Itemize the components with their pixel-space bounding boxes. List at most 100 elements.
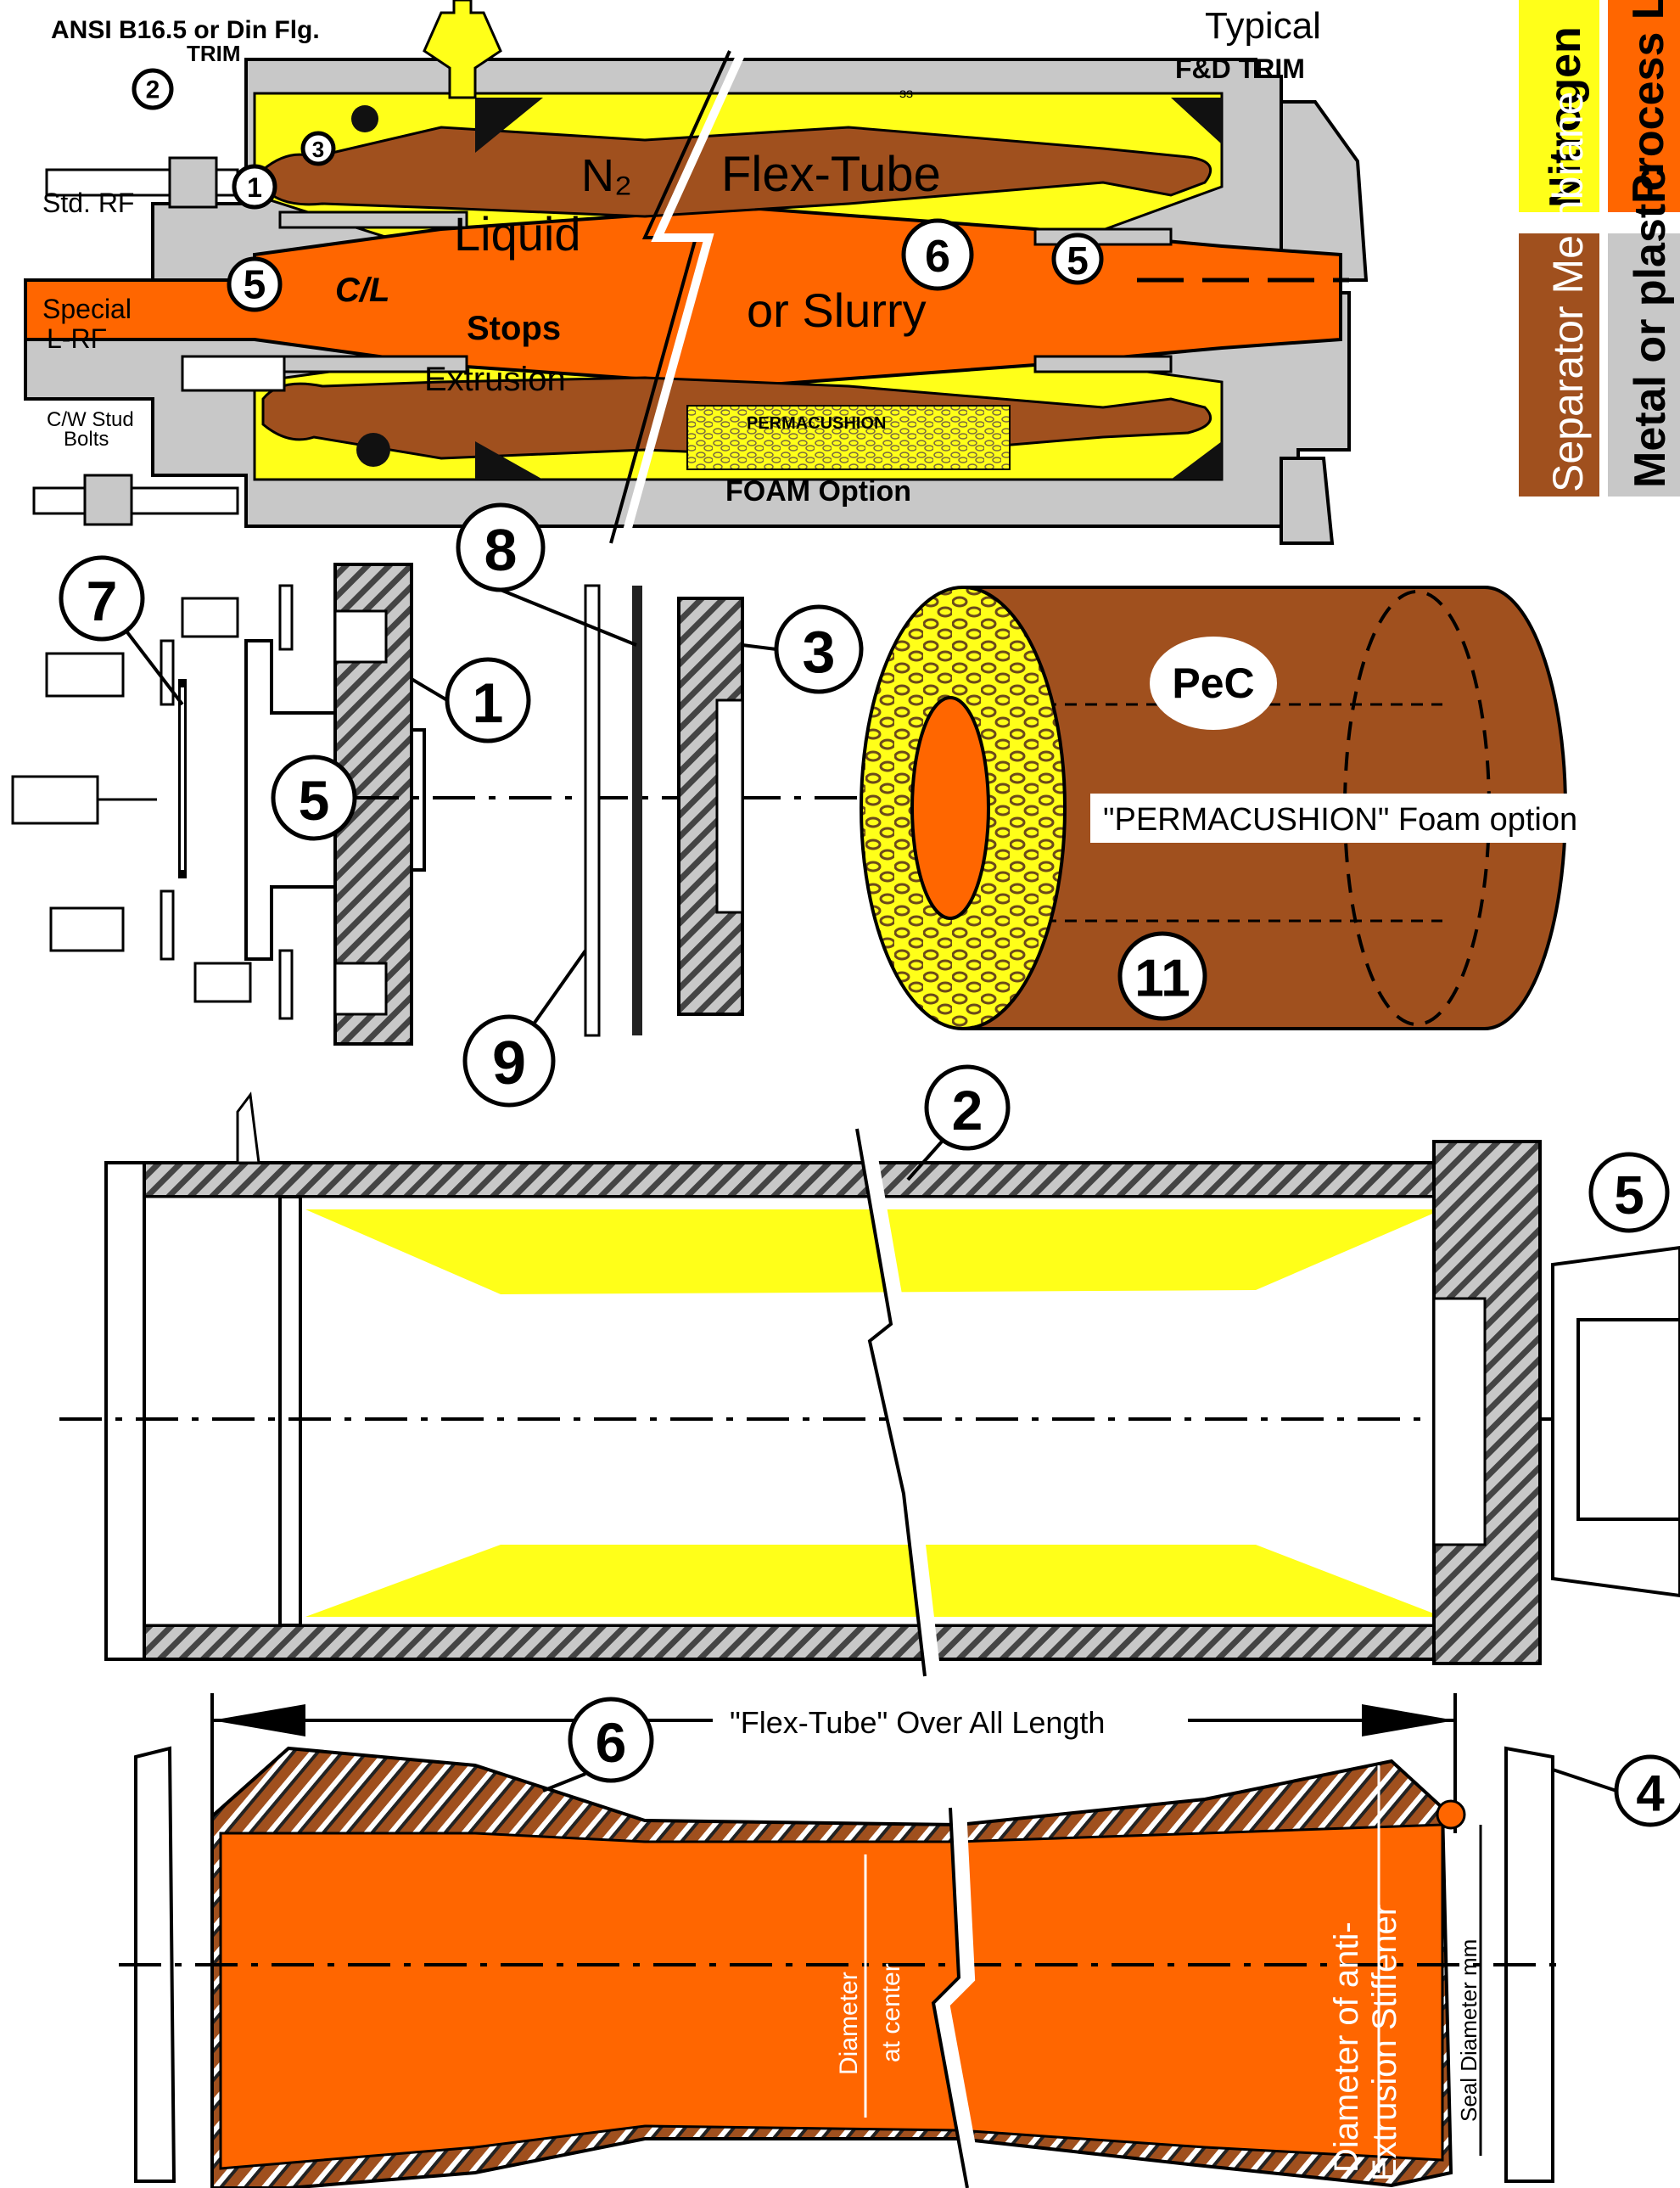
flex-tube-bore [219, 1823, 1444, 2170]
seal-br [1171, 441, 1222, 480]
svg-text:6: 6 [596, 1711, 627, 1774]
stud-bolt-lower [32, 486, 239, 515]
callout-1: 1 [445, 657, 531, 743]
bolt-set [11, 584, 294, 1020]
pec-badge [1150, 637, 1277, 730]
stop-liner-lower-right [1033, 355, 1173, 373]
svg-text:5: 5 [1067, 238, 1089, 283]
retainer-part-3-window [715, 698, 744, 914]
centerline-label: C/L [335, 272, 389, 309]
special-label-2: L-RF [47, 323, 107, 354]
svg-text:1: 1 [247, 172, 262, 203]
permacushion-label: PERMACUSHION [747, 414, 886, 433]
stud-label-1: C/W Stud [47, 408, 134, 431]
svg-text:11: 11 [1134, 950, 1190, 1008]
foam-option-box [1090, 794, 1680, 843]
assembled-section: ANSI B16.5 or Din Flg. TRIM Std. RF Spec… [24, 0, 1369, 545]
legend-metal-swatch [1608, 233, 1680, 497]
shell-wall-bottom [104, 1624, 1436, 1661]
leader-2 [906, 1140, 944, 1181]
flextube-view: "Flex-Tube" Over All Length Diameter at … [119, 1693, 1680, 2188]
flextube-break-line [931, 1807, 969, 2188]
seal-bl [475, 441, 543, 480]
legend-process-swatch [1608, 0, 1680, 212]
typical-label: Typical [1205, 5, 1321, 47]
anti-extrusion-label-1: Diameter of anti- [1328, 1922, 1365, 2173]
overall-length-label: "Flex-Tube" Over All Length [730, 1705, 1105, 1740]
svg-text:2: 2 [146, 76, 160, 104]
svg-text:1: 1 [473, 671, 504, 734]
shell-wall-top [104, 1161, 1436, 1198]
flex-tube-membrane-upper [261, 126, 1212, 218]
shell-gas-upper [305, 1209, 1442, 1294]
svg-text:3: 3 [803, 619, 836, 685]
exploded-view: PeC "PERMACUSHION" Foam option 7 5 1 8 3… [11, 502, 1680, 1108]
slurry-label: or Slurry [747, 283, 927, 337]
callout-3: 3 [774, 604, 864, 694]
shell-end-ring [104, 1161, 146, 1661]
center-diameter-label-1: Diameter [835, 1972, 863, 2075]
svg-text:8: 8 [484, 517, 518, 583]
flextube-break [933, 1807, 983, 2188]
callout-5-left: 5 [227, 256, 283, 312]
fd-trim-label: F&D TRIM [1175, 53, 1305, 84]
dimension-arrow-right [1362, 1704, 1455, 1736]
svg-text:5: 5 [244, 263, 266, 308]
callout-5-right: 5 [1051, 233, 1104, 285]
seal-tl [475, 98, 543, 153]
svg-text:3: 3 [312, 137, 324, 162]
callout-4: 4 [1614, 1754, 1680, 1827]
nozzle-part-5-bore [1576, 1318, 1680, 1521]
overall-length-label-bg [713, 1702, 1188, 1744]
foam-cylinder-bore [910, 696, 990, 920]
pec-label: PeC [1172, 659, 1254, 707]
callout-2: 2 [924, 1064, 1011, 1151]
flange-note-2: TRIM [187, 41, 241, 66]
center-diameter-label-2: at center [877, 1963, 905, 2062]
dimension-arrow-left [212, 1704, 305, 1736]
leader-4 [1552, 1768, 1617, 1792]
flange-note-1: ANSI B16.5 or Din Flg. [51, 16, 320, 44]
seal-tr [1171, 98, 1222, 144]
legend-nitrogen-swatch [1519, 0, 1599, 212]
threaded-boss [181, 355, 286, 392]
legend-membrane: Separator Membrane [1544, 92, 1592, 492]
shell-view: 2 5 [59, 1064, 1680, 1678]
foam-option-text: "PERMACUSHION" Foam option [1103, 802, 1577, 838]
gasket-ring-9 [584, 584, 601, 1037]
section-break-white [619, 48, 747, 545]
callout-7: 7 [59, 555, 145, 642]
seal-bead [1436, 1799, 1466, 1830]
svg-text:7: 7 [87, 569, 118, 632]
callout-5-exploded: 5 [271, 755, 357, 841]
foam-option-label: FOAM Option [725, 475, 911, 508]
anti-extrusion-label-2: Extrusion Stiffener [1366, 1905, 1403, 2181]
permacushion-foam-block [686, 405, 1011, 470]
callout-8: 8 [456, 502, 546, 592]
callout-2-small: 2 [132, 68, 174, 110]
flange-part-1-gap-bottom [333, 962, 388, 1016]
o-ring-lower [356, 433, 390, 467]
legend-nitrogen: Nitrogen [1541, 26, 1590, 208]
liquid-path [24, 205, 1342, 389]
shell-break-line [855, 1128, 927, 1677]
fill-valve-shell [236, 1091, 260, 1164]
stud-nut-upper [168, 156, 218, 209]
std-rf-label: Std. RF [42, 188, 134, 218]
shell-end-groove [278, 1195, 302, 1627]
svg-text:4: 4 [1636, 1765, 1665, 1822]
callout-6: 6 [568, 1697, 654, 1783]
svg-text:6: 6 [925, 231, 950, 282]
stud-label-2: Bolts [64, 428, 109, 451]
o-ring-upper [351, 105, 378, 132]
shell-right-flange-inner [1432, 1297, 1487, 1546]
ss-label: ss [899, 87, 913, 101]
legend-process: Process Liquid [1624, 0, 1673, 204]
stud-nut-lower [83, 474, 133, 526]
stop-liner-upper-left [278, 210, 468, 229]
callout-9: 9 [462, 1014, 556, 1108]
leaders-exploded [126, 588, 777, 1024]
callout-1-small: 1 [232, 164, 277, 210]
legend-membrane-swatch [1519, 233, 1599, 497]
